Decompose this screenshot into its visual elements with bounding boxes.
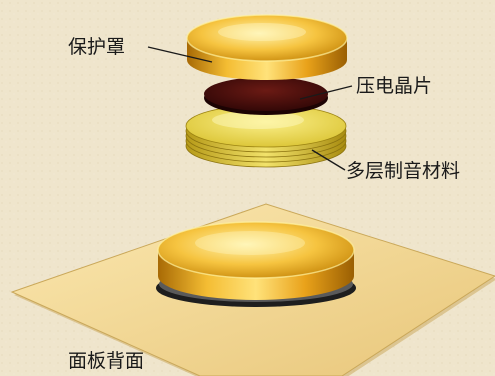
label-multilayer-material: 多层制音材料 [346, 160, 461, 182]
leader-piezo [299, 85, 353, 100]
leader-layers [311, 149, 346, 171]
multilayer-material [185, 104, 347, 168]
label-protective-cover: 保护罩 [68, 36, 126, 58]
label-panel-back: 面板背面 [68, 350, 145, 372]
piezo-crystal [204, 77, 328, 115]
label-piezo-crystal: 压电晶片 [356, 75, 433, 97]
protective-cover [186, 14, 348, 80]
mounted-buzzer [156, 221, 356, 307]
leader-cover [147, 46, 213, 63]
leader-lines [147, 46, 353, 171]
